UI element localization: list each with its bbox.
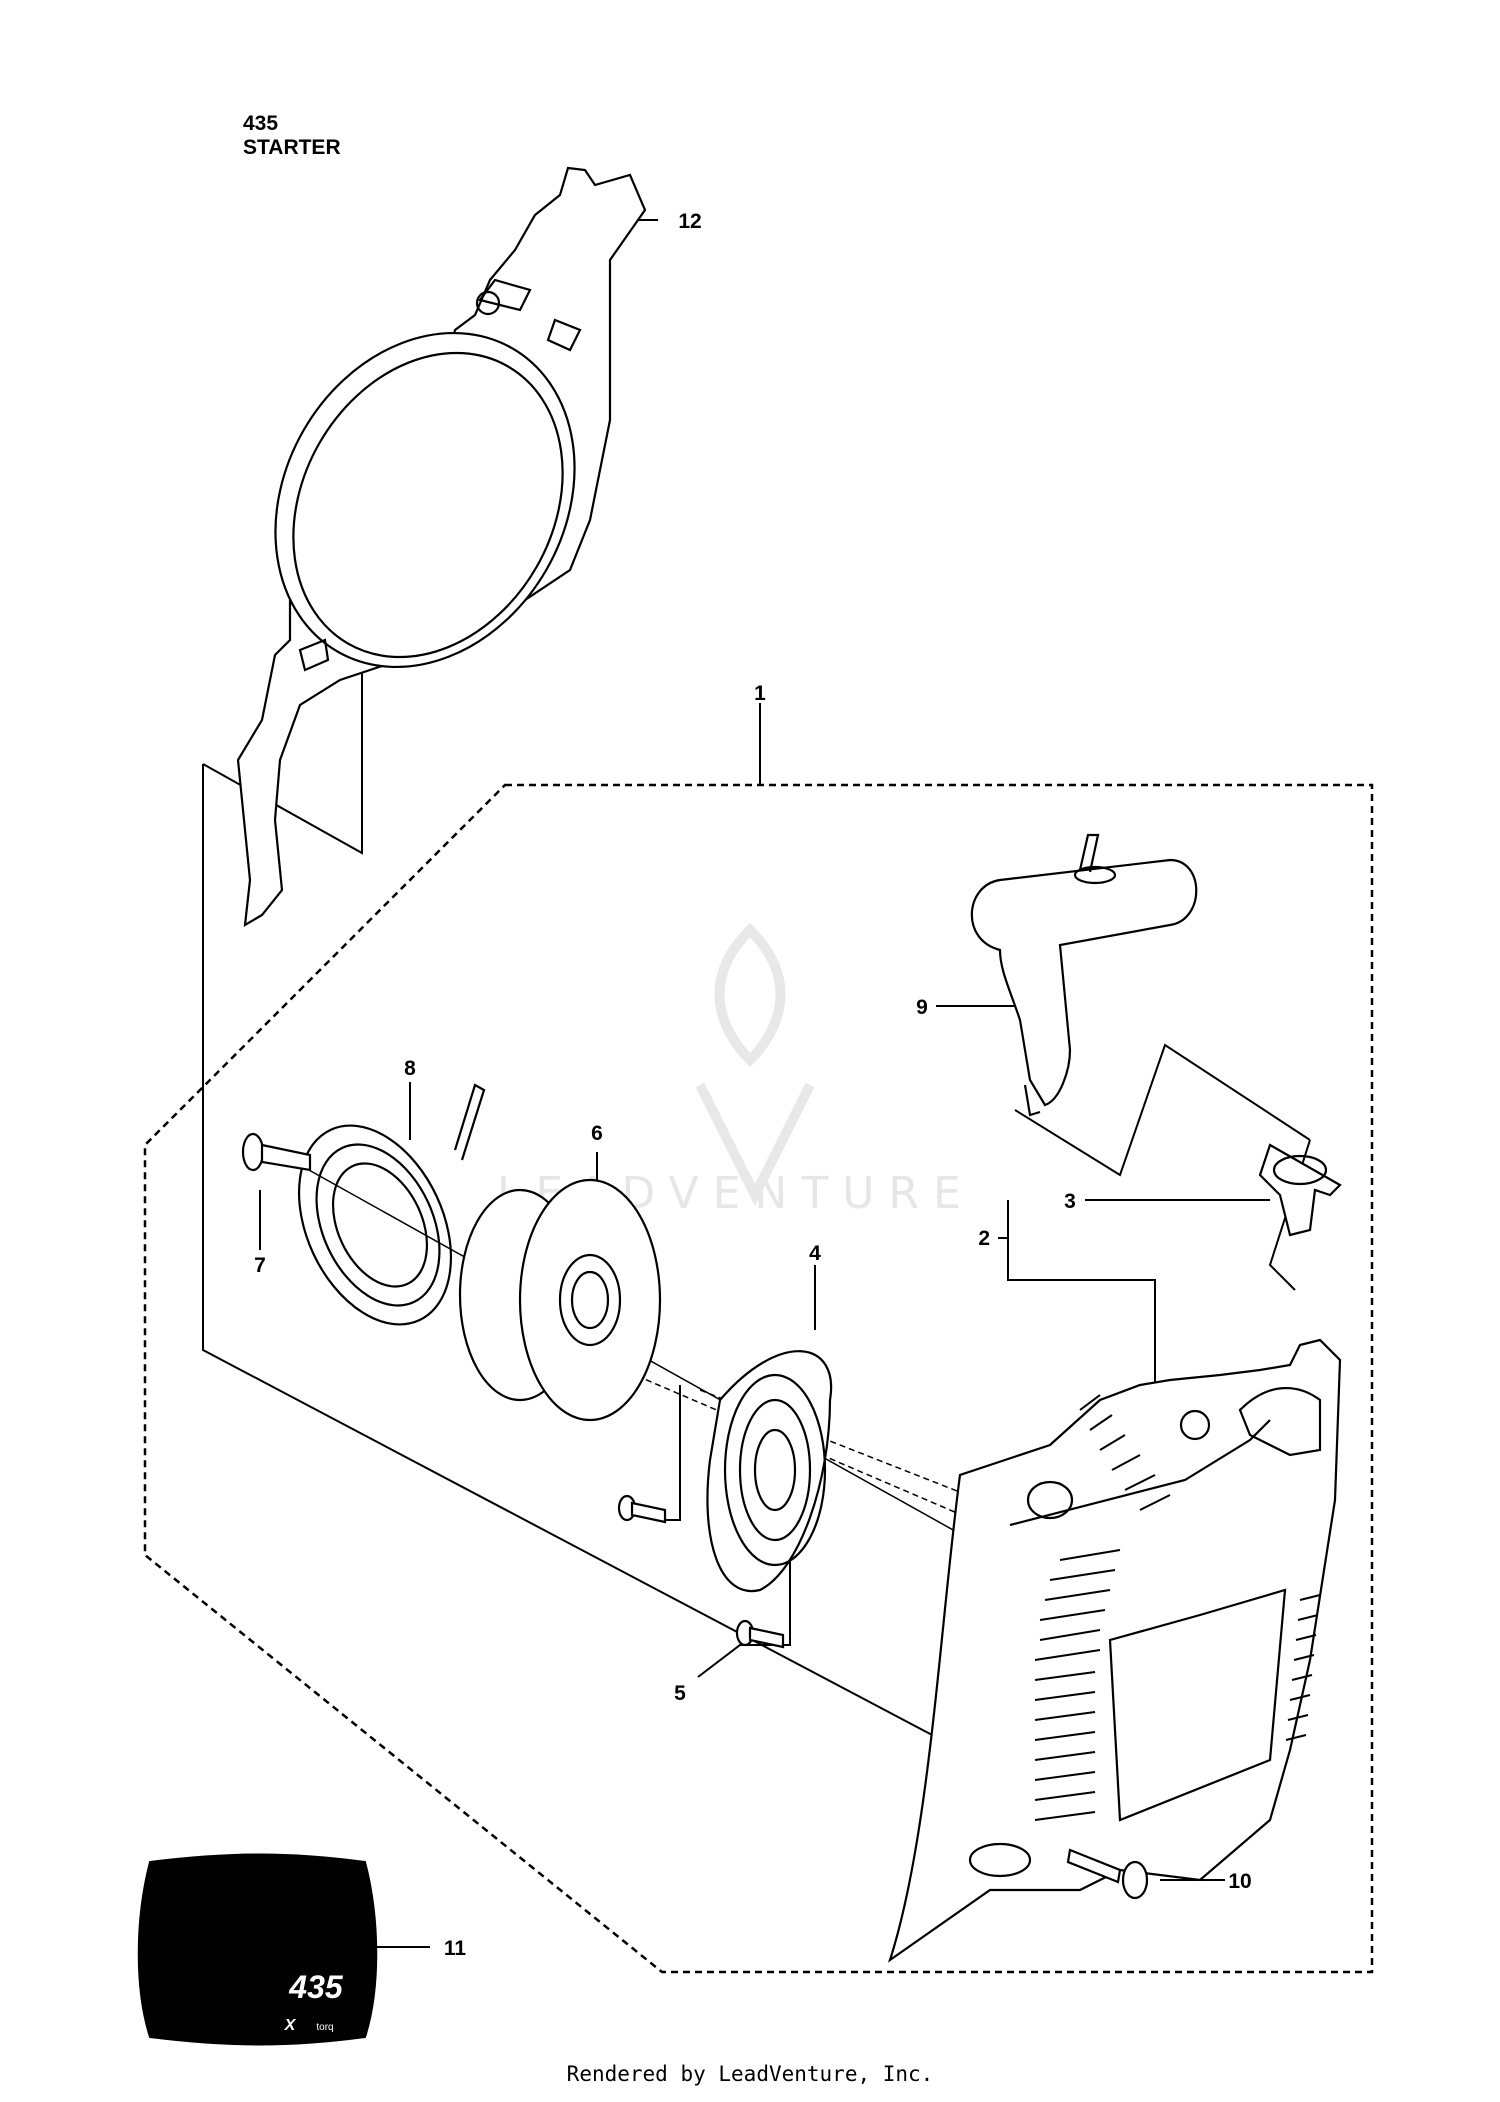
- cover-vents: [1034, 1394, 1321, 1821]
- callout-6: 6: [591, 1122, 603, 1145]
- decal-small-text: torq: [316, 2022, 333, 2033]
- starter-cover: [887, 1338, 1342, 1963]
- spring-housing: [706, 1350, 833, 1593]
- callout-8: 8: [404, 1057, 416, 1080]
- rope-guide-bushing: [1258, 1143, 1342, 1237]
- decal-number: 435: [288, 1969, 344, 2005]
- callout-7: 7: [254, 1254, 266, 1277]
- model-number: 435: [243, 112, 279, 135]
- callout-2: 2: [978, 1227, 990, 1250]
- callout-11: 11: [444, 1937, 467, 1960]
- screw-10: [1066, 1848, 1149, 1900]
- recoil-spring: [297, 1083, 486, 1326]
- model-decal: 435 X torq: [137, 1853, 378, 2046]
- assembly-boundary: [143, 783, 1374, 1974]
- section-title: STARTER: [243, 136, 341, 159]
- decal-letter: X: [284, 2017, 297, 2034]
- starter-handle: [970, 833, 1198, 1117]
- callout-3: 3: [1064, 1190, 1076, 1213]
- screw-5: [617, 1494, 785, 1649]
- screw-7: [241, 1132, 312, 1172]
- watermark-logo: [695, 922, 815, 1207]
- callout-1: 1: [754, 682, 766, 705]
- callout-4: 4: [809, 1242, 821, 1265]
- rope-pulley: [458, 1178, 662, 1422]
- callout-5: 5: [674, 1682, 686, 1705]
- callout-12: 12: [678, 210, 701, 233]
- leader-lines: [202, 219, 1311, 1948]
- footer-credit: Rendered by LeadVenture, Inc.: [566, 2062, 934, 2086]
- callout-10: 10: [1228, 1870, 1251, 1893]
- callout-9: 9: [916, 996, 928, 1019]
- fan-housing: [236, 166, 647, 928]
